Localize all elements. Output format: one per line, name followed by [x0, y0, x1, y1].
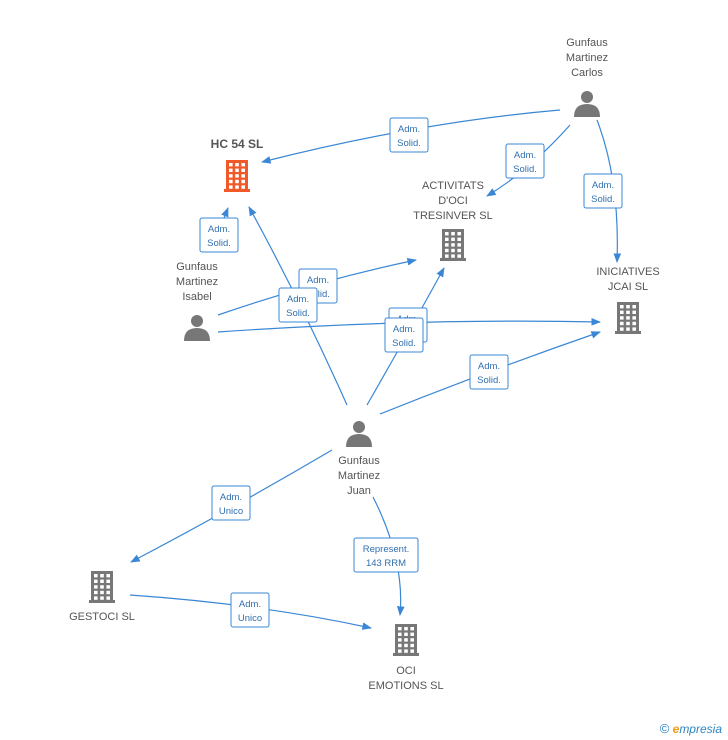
node-iniciatives[interactable]: INICIATIVES JCAI SL: [596, 266, 660, 334]
edge-label-line: Solid.: [392, 338, 416, 349]
edge-label-line: Adm.: [398, 124, 420, 135]
node-label-line: Carlos: [571, 67, 603, 79]
edge-label-line: Adm.: [478, 361, 500, 372]
node-label-line: INICIATIVES: [596, 266, 659, 278]
node-label-line: Martinez: [566, 52, 608, 64]
node-label-line: OCI: [396, 665, 416, 677]
node-label-line: EMOTIONS SL: [368, 680, 443, 692]
brand-footer: © empresia: [660, 721, 722, 736]
edge-label-box: [389, 117, 429, 153]
edge-label-line: Unico: [219, 506, 243, 517]
node-label-line: Gunfaus: [338, 455, 380, 467]
edge-label-box: [384, 317, 424, 353]
edge-label-line: Solid.: [591, 194, 615, 205]
edge-label-line: Solid.: [397, 138, 421, 149]
node-activitats[interactable]: ACTIVITATS D'OCI TRESINVER SL: [413, 180, 493, 261]
brand-logo: empresia: [672, 722, 722, 736]
edge-label-line: Adm.: [393, 324, 415, 335]
edge-label-line: Adm.: [307, 275, 329, 286]
node-label-line: JCAI SL: [608, 281, 648, 293]
edge-label-line: Unico: [238, 613, 262, 624]
edge-label-box: [583, 173, 623, 209]
node-label-line: D'OCI: [438, 195, 468, 207]
edge-label-carlos-activitats[interactable]: Adm. Solid.: [505, 143, 545, 179]
node-label-line: Juan: [347, 485, 371, 497]
building-icon: [393, 624, 419, 656]
edge-label-line: Adm.: [287, 294, 309, 305]
edge-label-gestoci-oci[interactable]: Adm. Unico: [230, 592, 270, 628]
node-label-line: Martinez: [338, 470, 380, 482]
edge-label-line: Adm.: [208, 224, 230, 235]
edge-label-line: Adm.: [514, 150, 536, 161]
edge-label-carlos-iniciatives[interactable]: Adm. Solid.: [583, 173, 623, 209]
edge-label-box: [211, 485, 251, 521]
node-label-line: HC 54 SL: [211, 137, 264, 151]
node-label-line: GESTOCI SL: [69, 611, 135, 623]
person-icon: [184, 315, 210, 341]
edge-label-box: [505, 143, 545, 179]
edge-label-box: [230, 592, 270, 628]
edge-label-juan-oci[interactable]: Represent. 143 RRM: [353, 537, 419, 573]
node-label-line: TRESINVER SL: [413, 210, 492, 222]
edge-label-line: Solid.: [286, 308, 310, 319]
node-oci[interactable]: OCI EMOTIONS SL: [368, 624, 444, 692]
edge-label-box: [353, 537, 419, 573]
node-label-line: Martinez: [176, 276, 218, 288]
node-label-line: Gunfaus: [176, 261, 218, 273]
edge-label-line: Adm.: [220, 492, 242, 503]
node-label-line: Gunfaus: [566, 37, 608, 49]
node-gestoci[interactable]: GESTOCI SL: [69, 571, 135, 623]
person-icon: [346, 421, 372, 447]
edge-label-line: Solid.: [477, 375, 501, 386]
edge-label-juan-gestoci[interactable]: Adm. Unico: [211, 485, 251, 521]
edge-label-line: Represent.: [363, 544, 409, 555]
edge-label-line: Solid.: [306, 289, 330, 300]
building-icon: [89, 571, 115, 603]
edge-label-carlos-hc54[interactable]: Adm. Solid.: [389, 117, 429, 153]
node-label-line: Isabel: [182, 291, 211, 303]
building-icon: [224, 160, 250, 192]
node-hc54[interactable]: HC 54 SL: [211, 137, 264, 192]
edge-label-line: Adm.: [239, 599, 261, 610]
edge-label-line: 143 RRM: [366, 558, 406, 569]
person-icon: [574, 91, 600, 117]
edge-label-isabel-hc54[interactable]: Adm. Solid.: [199, 217, 239, 253]
edge-label-line: Adm.: [592, 180, 614, 191]
building-icon: [440, 229, 466, 261]
edge-label-box: [278, 287, 318, 323]
node-label-line: ACTIVITATS: [422, 180, 484, 192]
copyright-symbol: ©: [659, 721, 670, 736]
edge-label-juan-activitats[interactable]: Adm. Solid.: [384, 317, 424, 353]
edge-label-box: [469, 354, 509, 390]
edge-label-box: [199, 217, 239, 253]
edge-label-line: Solid.: [207, 238, 231, 249]
building-icon: [615, 302, 641, 334]
edge-label-line: Solid.: [513, 164, 537, 175]
edge-label-juan-hc54[interactable]: Adm. Solid.: [278, 287, 318, 323]
edge-label-juan-iniciatives[interactable]: Adm. Solid.: [469, 354, 509, 390]
